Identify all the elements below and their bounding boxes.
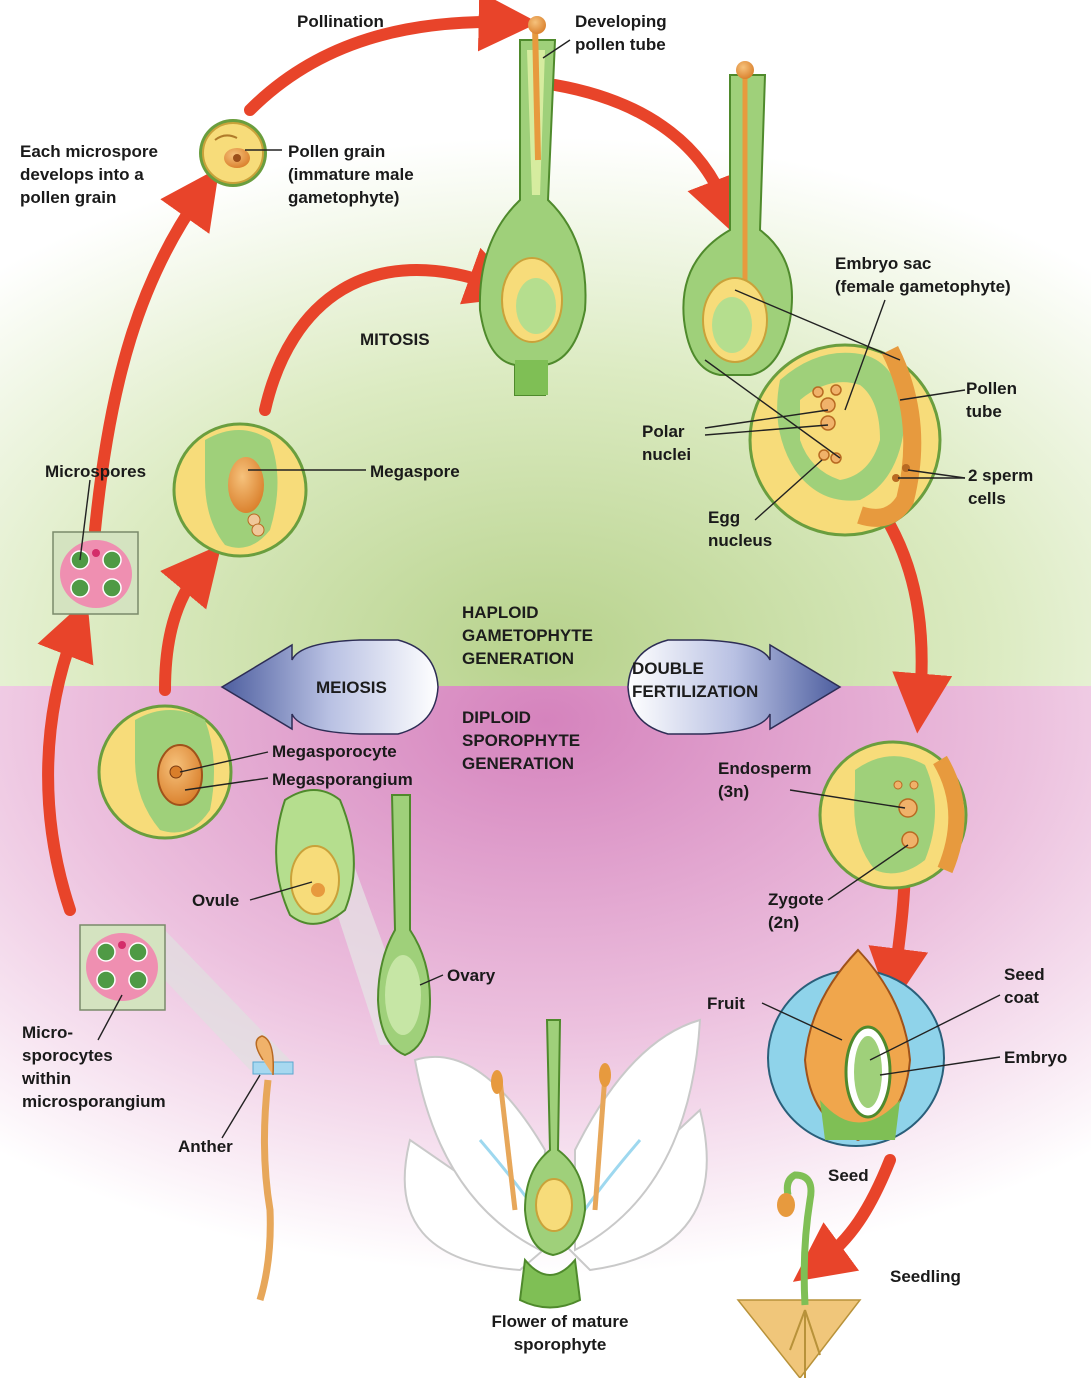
- fruit-label: Fruit: [707, 992, 745, 1015]
- microsporocytes-label: Micro- sporocytes within microsporangium: [22, 1021, 166, 1113]
- polar-nuclei-label: Polar nuclei: [642, 420, 691, 466]
- pollen-grain-illustration: [199, 119, 267, 187]
- microspores-label: Microspores: [45, 460, 146, 483]
- double-fertilization-label: DOUBLE FERTILIZATION: [632, 657, 802, 703]
- seed-label: Seed: [828, 1164, 869, 1187]
- embryo-sac-label: Embryo sac (female gametophyte): [835, 252, 1011, 298]
- egg-nucleus-label: Egg nucleus: [708, 506, 772, 552]
- megasporocyte-illustration: [99, 706, 231, 838]
- ovary-label: Ovary: [447, 964, 495, 987]
- endosperm-illustration: [820, 742, 966, 888]
- flower-label: Flower of mature sporophyte: [470, 1310, 650, 1356]
- meiosis-label: MEIOSIS: [316, 676, 387, 699]
- mitosis-label: MITOSIS: [360, 328, 430, 351]
- seedling-label: Seedling: [890, 1265, 961, 1288]
- embryo-label: Embryo: [1004, 1046, 1067, 1069]
- ovule-label: Ovule: [192, 889, 239, 912]
- seed-coat-label: Seed coat: [1004, 963, 1045, 1009]
- megaspore-label: Megaspore: [370, 460, 460, 483]
- megaspore-illustration: [174, 424, 306, 556]
- haploid-generation-label: HAPLOID GAMETOPHYTE GENERATION: [462, 601, 593, 670]
- pollen-tube-label: Pollen tube: [966, 377, 1017, 423]
- zygote-label: Zygote (2n): [768, 888, 824, 934]
- each-microspore-label: Each microspore develops into a pollen g…: [20, 140, 158, 209]
- developing-pollen-tube-label: Developing pollen tube: [575, 10, 667, 56]
- megasporocyte-label: Megasporocyte: [272, 740, 397, 763]
- pollination-label: Pollination: [297, 10, 384, 33]
- diploid-generation-label: DIPLOID SPOROPHYTE GENERATION: [462, 706, 580, 775]
- anther-label: Anther: [178, 1135, 233, 1158]
- two-sperm-cells-label: 2 sperm cells: [968, 464, 1033, 510]
- endosperm-label: Endosperm (3n): [718, 757, 812, 803]
- embryo-sac-illustration: [750, 345, 940, 535]
- pollen-grain-label: Pollen grain (immature male gametophyte): [288, 140, 414, 209]
- megasporangium-label: Megasporangium: [272, 768, 413, 791]
- microspores-illustration: [53, 532, 138, 614]
